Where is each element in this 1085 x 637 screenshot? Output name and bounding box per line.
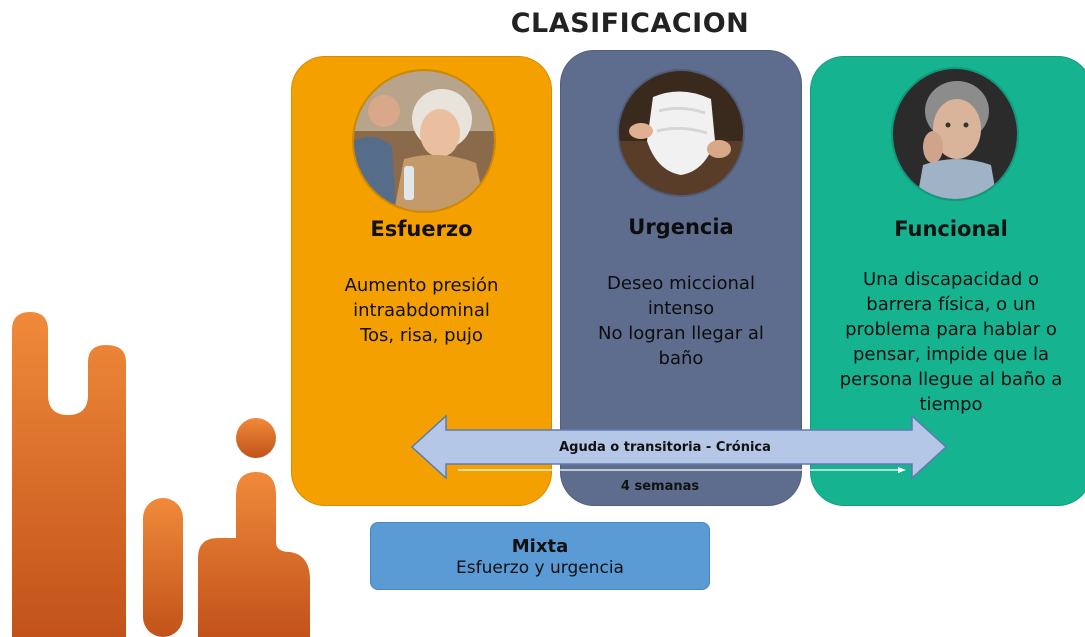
worried-elderly-woman-photo [891,67,1019,201]
card-title: Funcional [894,217,1008,241]
timeline-double-arrow [410,414,948,480]
card-funcional: Funcional Una discapacidad o barrera fís… [810,56,1085,506]
timeline-label: Aguda o transitoria - Crónica [559,440,771,455]
adult-diaper-photo [617,69,745,197]
card-title: Urgencia [628,215,734,239]
card-esfuerzo: Esfuerzo Aumento presión intraabdominal … [291,56,552,506]
decorative-orange-shapes [12,312,310,637]
card-title: Esfuerzo [370,217,473,241]
card-description: Deseo miccional intenso No logran llegar… [598,273,764,369]
card-description: Una discapacidad o barrera física, o un … [839,269,1063,415]
page-title: CLASIFICACION [510,8,750,39]
mixta-box: Mixta Esfuerzo y urgencia [370,522,710,590]
mixta-title: Mixta [511,536,569,557]
card-description: Aumento presión intraabdominal Tos, risa… [344,275,499,346]
timeline-marker: 4 semanas [620,479,700,494]
elderly-woman-medication-photo [352,69,496,213]
mixta-subtitle: Esfuerzo y urgencia [456,558,624,578]
